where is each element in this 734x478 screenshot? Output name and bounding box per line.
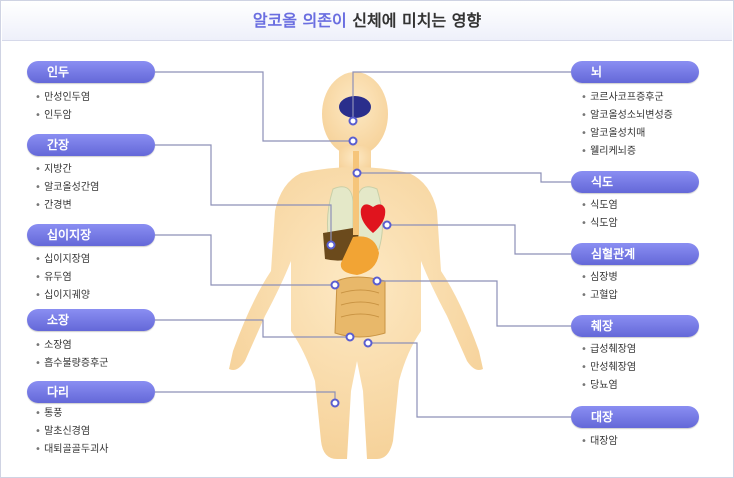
label-brain: 뇌 (571, 61, 699, 83)
list-item: 지방간 (35, 161, 99, 179)
list-cardiovascular: 심장병 고혈압 (581, 269, 618, 305)
list-item: 식도암 (581, 215, 618, 233)
list-small-intestine: 소장염 흡수불량증후군 (35, 337, 108, 373)
list-item: 고혈압 (581, 287, 618, 305)
list-item: 흡수불량증후군 (35, 355, 108, 373)
list-item: 대퇴골골두괴사 (35, 441, 108, 459)
label-legs: 다리 (27, 381, 155, 403)
title-rest: 신체에 미치는 영향 (352, 11, 482, 30)
list-item: 알코올성간염 (35, 179, 99, 197)
label-esophagus: 식도 (571, 171, 699, 193)
brain-icon (339, 96, 371, 118)
list-pancreas: 급성췌장염 만성췌장염 당뇨염 (581, 341, 636, 395)
list-item: 당뇨염 (581, 377, 636, 395)
list-item: 만성인두염 (35, 89, 90, 107)
title-highlight: 알코올 의존이 (252, 11, 347, 30)
list-item: 웰리케뇌증 (581, 143, 673, 161)
list-liver: 지방간 알코올성간염 간경변 (35, 161, 99, 215)
connector-lines (155, 71, 571, 418)
list-legs: 통풍 말초신경염 대퇴골골두괴사 (35, 405, 108, 459)
page-title: 알코올 의존이 신체에 미치는 영향 (2, 2, 732, 41)
label-pancreas: 췌장 (571, 315, 699, 337)
list-item: 알코올성소뇌변성증 (581, 107, 673, 125)
label-duodenum: 십이지장 (27, 224, 155, 246)
list-item: 통풍 (35, 405, 108, 423)
heart-icon (360, 204, 386, 233)
stomach-icon (340, 236, 379, 275)
list-item: 급성췌장염 (581, 341, 636, 359)
list-brain: 코르사코프증후군 알코올성소뇌변성증 알코올성치매 웰리케뇌증 (581, 89, 673, 161)
list-item: 유두염 (35, 269, 90, 287)
list-item: 간경변 (35, 197, 99, 215)
list-item: 인두암 (35, 107, 90, 125)
list-large-intestine: 대장암 (581, 433, 618, 451)
list-pharynx: 만성인두염 인두암 (35, 89, 90, 125)
list-item: 말초신경염 (35, 423, 108, 441)
list-item: 알코올성치매 (581, 125, 673, 143)
list-item: 소장염 (35, 337, 108, 355)
esophagus-icon (353, 151, 359, 235)
list-esophagus: 식도염 식도암 (581, 197, 618, 233)
anchor-dots (326, 116, 392, 408)
list-item: 코르사코프증후군 (581, 89, 673, 107)
label-large-intestine: 대장 (571, 406, 699, 428)
list-item: 식도염 (581, 197, 618, 215)
list-item: 심장병 (581, 269, 618, 287)
label-small-intestine: 소장 (27, 309, 155, 331)
list-item: 대장암 (581, 433, 618, 451)
intestine-icon (334, 276, 386, 338)
list-duodenum: 십이지장염 유두염 십이지궤양 (35, 251, 90, 305)
label-liver: 간장 (27, 134, 155, 156)
list-item: 만성췌장염 (581, 359, 636, 377)
label-cardiovascular: 심혈관계 (571, 243, 699, 265)
list-item: 십이지궤양 (35, 287, 90, 305)
list-item: 십이지장염 (35, 251, 90, 269)
label-pharynx: 인두 (27, 61, 155, 83)
